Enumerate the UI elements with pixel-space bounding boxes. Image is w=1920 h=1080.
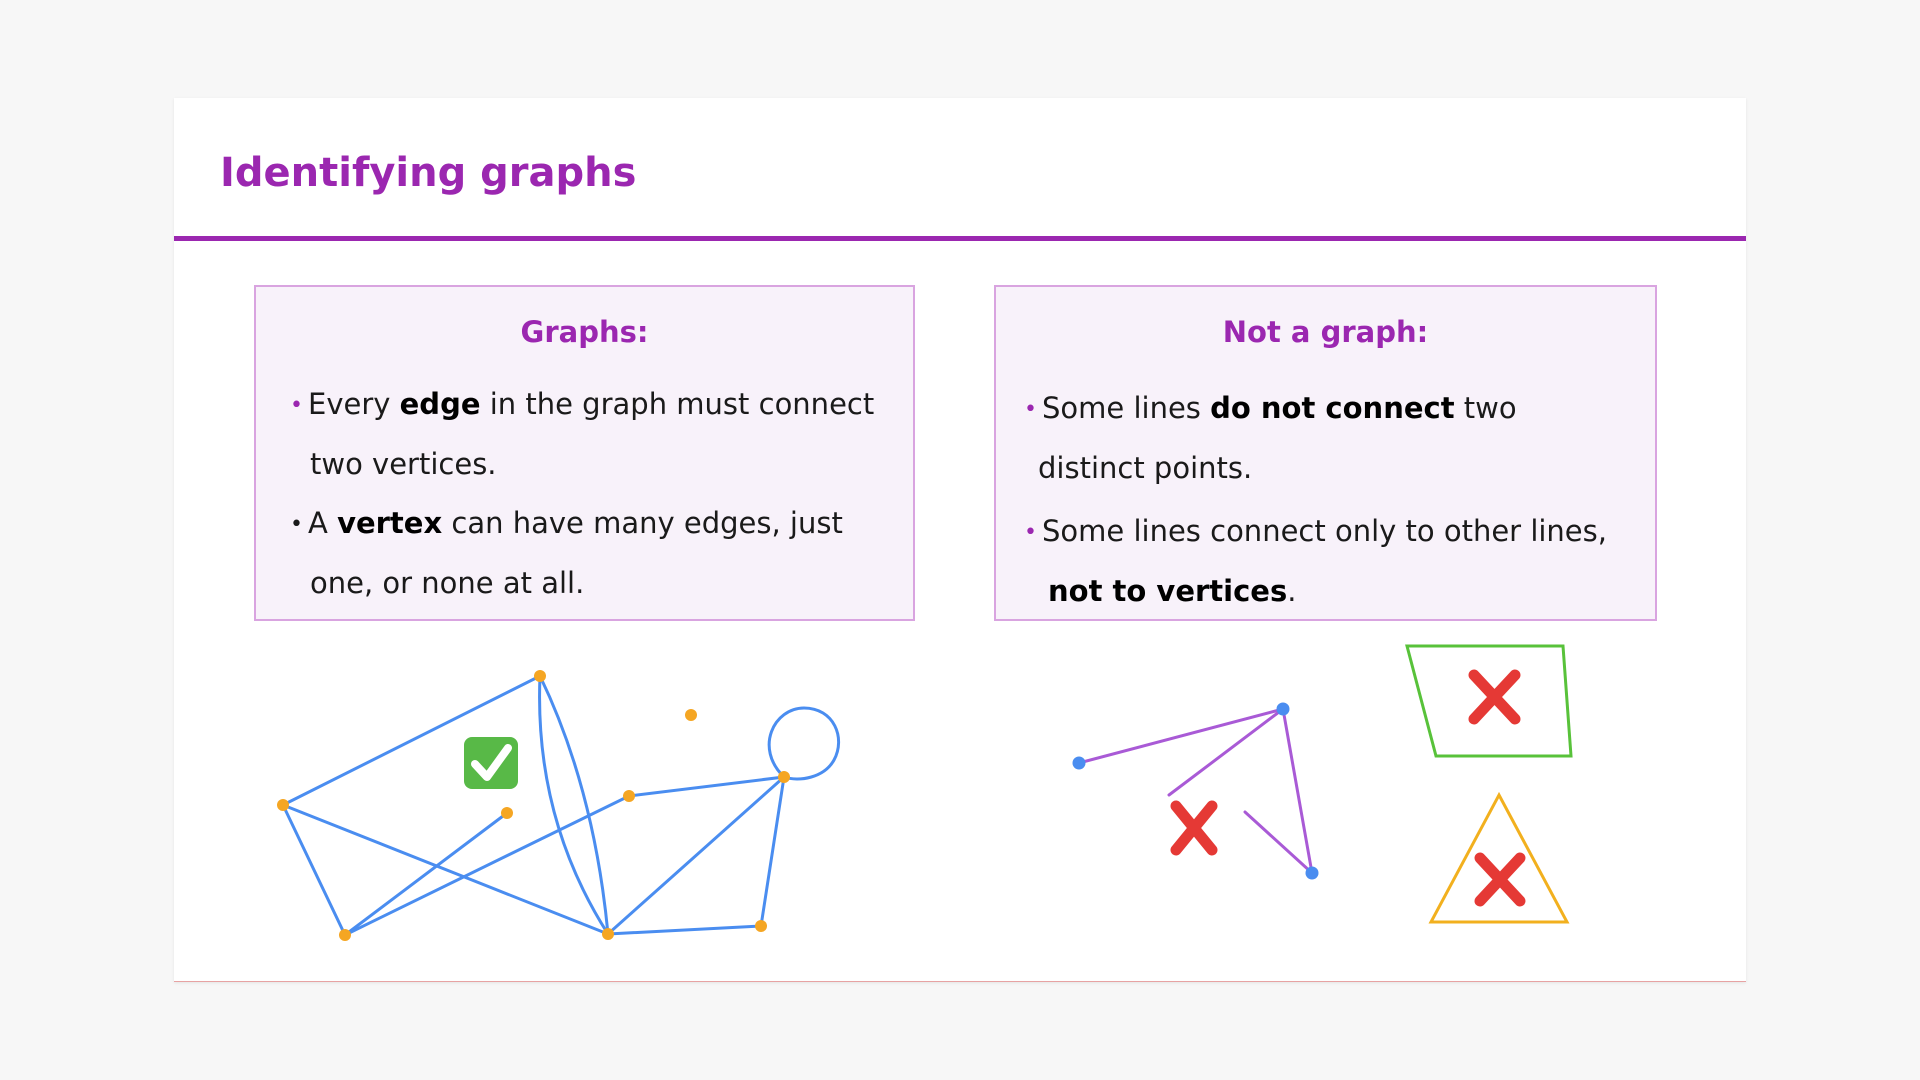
non-graph-lines: [1077, 707, 1314, 875]
graph-vertex: [602, 928, 614, 940]
graph-vertex: [755, 920, 767, 932]
graphs-bullet-2: •A vertex can have many edges, just one,…: [290, 494, 893, 613]
bullet-dot-icon: •: [1024, 520, 1037, 545]
graphs-heading: Graphs:: [520, 315, 649, 349]
graph-loop: [767, 706, 840, 781]
graph-edge: [606, 775, 786, 936]
non-graph-vertex: [1072, 756, 1086, 770]
not-graph-bullet-list: •Some lines do not connect two distinct …: [1024, 379, 1635, 621]
non-graph-vertex: [1276, 702, 1290, 716]
graph-edge: [281, 803, 347, 937]
cross-mark-icon: [1474, 852, 1526, 907]
graph-vertex-isolated: [685, 709, 697, 721]
graph-edge: [606, 924, 763, 936]
graph-vertex: [778, 771, 790, 783]
non-graph-vertex: [1305, 866, 1319, 880]
graph-edge: [281, 803, 610, 936]
slide-title: Identifying graphs: [220, 150, 637, 196]
graph-vertex: [501, 807, 513, 819]
graph-vertex: [534, 670, 546, 682]
check-mark-icon: [464, 737, 518, 789]
not-graph-bullet-1: •Some lines do not connect two distinct …: [1024, 379, 1635, 498]
graph-edge: [343, 794, 631, 937]
not-graph-bullet-2: •Some lines connect only to other lines,…: [1024, 502, 1635, 621]
graph-edge: [538, 674, 610, 936]
graph-edge: [759, 775, 786, 928]
graphs-bullet-1: •Every edge in the graph must connect tw…: [290, 375, 893, 494]
cross-mark-icon: [1468, 669, 1521, 725]
parallelogram-shape: [1405, 644, 1573, 758]
non-graph-vertices: [1072, 702, 1319, 880]
graphs-bullet-list: •Every edge in the graph must connect tw…: [290, 375, 893, 613]
graph-edge: [343, 811, 509, 937]
diagram-layer: [277, 644, 1573, 941]
graph-vertex: [623, 790, 635, 802]
not-graph-box: Not a graph: •Some lines do not connect …: [994, 285, 1657, 621]
graph-vertex: [339, 929, 351, 941]
graph-vertex: [277, 799, 289, 811]
cross-mark-icon: [1170, 800, 1218, 856]
graph-edge: [627, 775, 786, 798]
bullet-dot-icon: •: [290, 512, 303, 537]
not-graph-heading: Not a graph:: [1222, 315, 1429, 349]
slide: Identifying graphs Graphs: •Every edge i…: [174, 98, 1746, 982]
graph-vertices: [277, 670, 790, 941]
title-underline: [174, 236, 1746, 241]
graphs-box: Graphs: •Every edge in the graph must co…: [254, 285, 915, 621]
slide-bottom-edge: [174, 981, 1746, 982]
triangle-shape: [1428, 791, 1570, 924]
bullet-dot-icon: •: [1024, 397, 1037, 422]
graph-example: [281, 674, 840, 937]
graph-edge: [281, 674, 542, 807]
bullet-dot-icon: •: [290, 393, 303, 418]
graph-edge: [538, 674, 610, 936]
